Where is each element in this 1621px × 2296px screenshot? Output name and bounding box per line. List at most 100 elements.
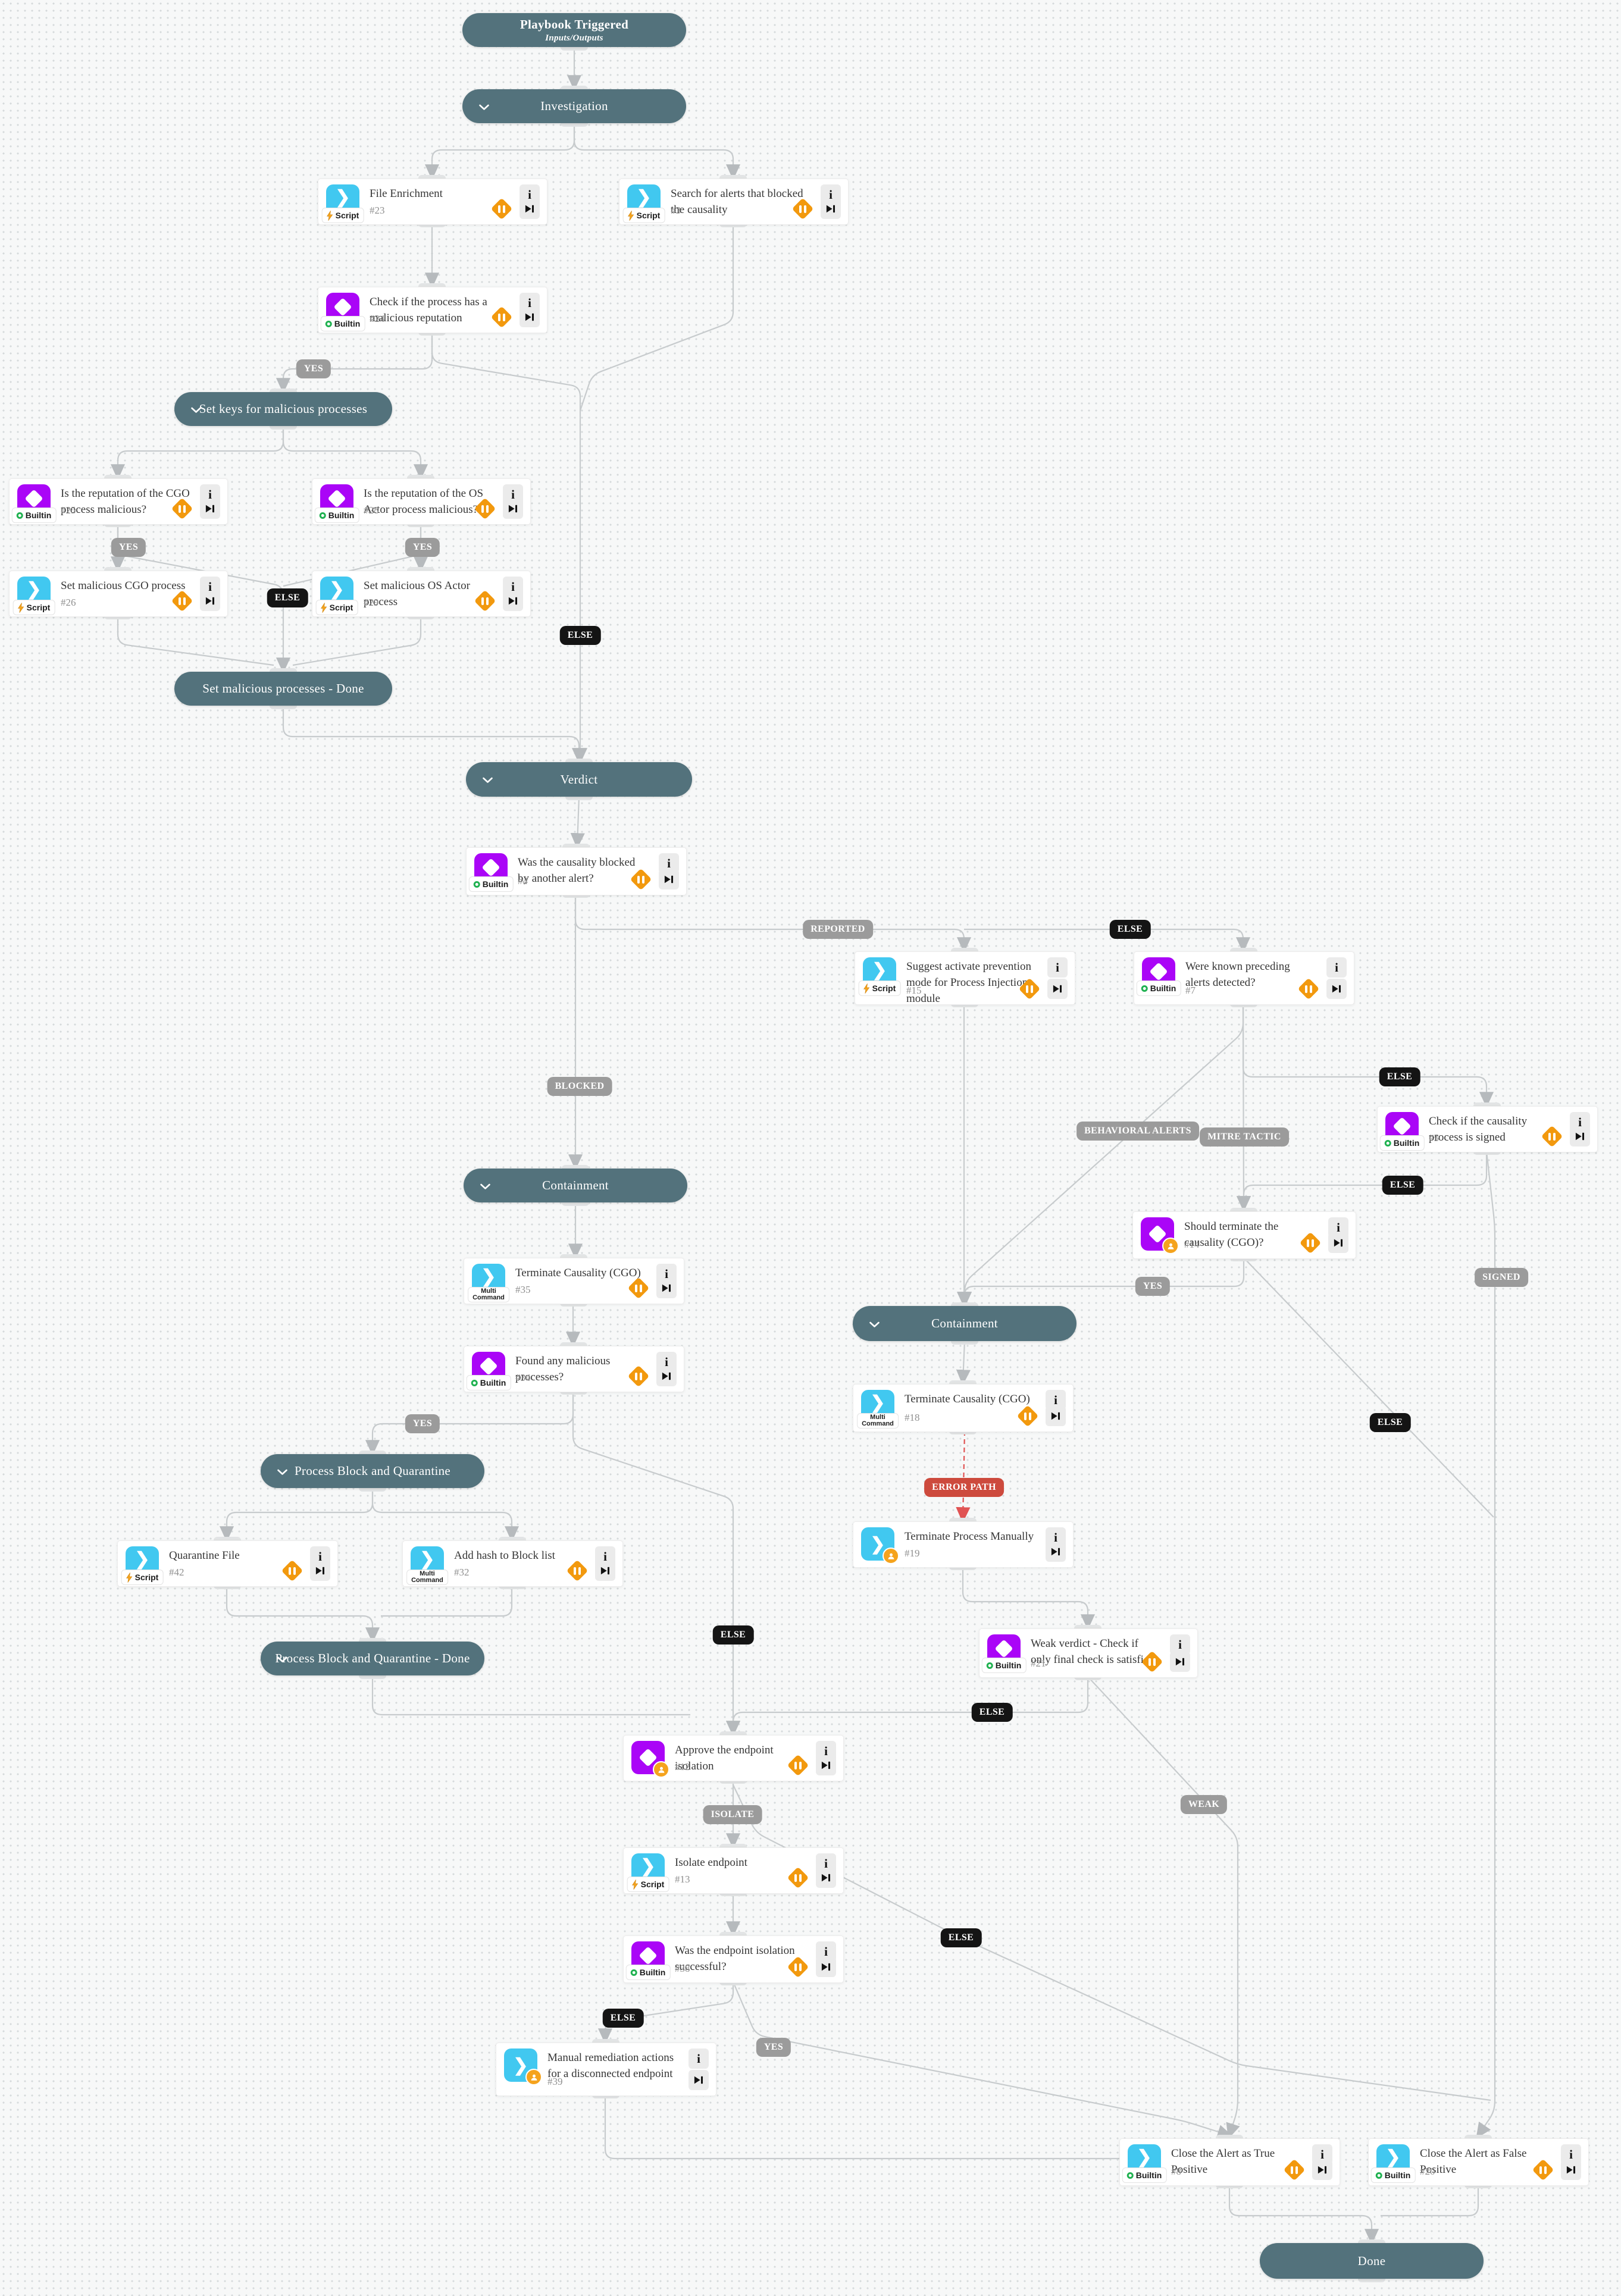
collapse-chevron-icon[interactable] bbox=[191, 402, 201, 416]
skip-to-end-icon[interactable] bbox=[520, 307, 540, 327]
info-icon[interactable]: i bbox=[1047, 957, 1068, 978]
pause-condition-icon[interactable] bbox=[1283, 2159, 1306, 2181]
collapse-chevron-icon[interactable] bbox=[277, 1651, 287, 1666]
skip-to-end-icon[interactable] bbox=[816, 1957, 836, 1977]
skip-to-end-icon[interactable] bbox=[689, 2070, 709, 2090]
section-process-block-and-quarantine[interactable]: Process Block and Quarantine bbox=[261, 1454, 484, 1488]
skip-to-end-icon[interactable] bbox=[310, 1561, 330, 1581]
skip-to-end-icon[interactable] bbox=[200, 591, 220, 611]
collapse-chevron-icon[interactable] bbox=[479, 99, 489, 114]
section-containment-left[interactable]: Containment bbox=[464, 1169, 687, 1202]
pause-condition-icon[interactable] bbox=[1299, 1232, 1322, 1254]
section-set-keys-for-malicious-processes[interactable]: Set keys for malicious processes bbox=[174, 392, 392, 426]
pause-condition-icon[interactable] bbox=[787, 1956, 809, 1978]
pause-condition-icon[interactable] bbox=[1532, 2159, 1554, 2181]
collapse-chevron-icon[interactable] bbox=[277, 1464, 287, 1479]
skip-to-end-icon[interactable] bbox=[656, 1278, 677, 1298]
skip-to-end-icon[interactable] bbox=[1170, 1652, 1190, 1672]
task-title: Terminate Causality (CGO) bbox=[515, 1267, 641, 1279]
skip-to-end-icon[interactable] bbox=[1312, 2160, 1332, 2180]
pause-condition-icon[interactable] bbox=[171, 497, 193, 520]
pause-condition-icon[interactable] bbox=[627, 1277, 650, 1299]
collapse-chevron-icon[interactable] bbox=[869, 1316, 880, 1331]
pause-condition-icon[interactable] bbox=[490, 306, 513, 328]
pause-condition-icon[interactable] bbox=[474, 590, 496, 612]
edge-connector bbox=[110, 426, 284, 480]
skip-to-end-icon[interactable] bbox=[1047, 979, 1068, 999]
skip-to-end-icon[interactable] bbox=[1326, 979, 1347, 999]
pause-condition-icon[interactable] bbox=[490, 198, 513, 220]
skip-to-end-icon[interactable] bbox=[1046, 1542, 1066, 1562]
skip-to-end-icon[interactable] bbox=[659, 869, 679, 889]
collapse-chevron-icon[interactable] bbox=[480, 1178, 490, 1193]
info-icon[interactable]: i bbox=[689, 2048, 709, 2069]
section-done[interactable]: Done bbox=[1260, 2243, 1484, 2279]
skip-to-end-icon[interactable] bbox=[1561, 2160, 1581, 2180]
pause-condition-icon[interactable] bbox=[791, 198, 814, 220]
skip-to-end-icon[interactable] bbox=[520, 199, 540, 219]
task-node-14[interactable]: Should terminate the causality (CGO)?#14… bbox=[1132, 1211, 1356, 1259]
section-containment-right[interactable]: Containment bbox=[853, 1306, 1077, 1341]
skip-to-end-icon[interactable] bbox=[821, 199, 841, 219]
pause-condition-icon[interactable] bbox=[1018, 978, 1041, 1000]
pause-condition-icon[interactable] bbox=[787, 1754, 809, 1777]
pause-condition-icon[interactable] bbox=[566, 1559, 589, 1582]
section-set-malicious-processes-done[interactable]: Set malicious processes - Done bbox=[174, 672, 392, 706]
skip-to-end-icon[interactable] bbox=[595, 1561, 615, 1581]
pause-condition-icon[interactable] bbox=[1141, 1650, 1163, 1673]
section-investigation[interactable]: Investigation bbox=[462, 89, 686, 123]
skip-to-end-icon[interactable] bbox=[816, 1868, 836, 1888]
info-icon[interactable]: i bbox=[1326, 957, 1347, 978]
pause-condition-icon[interactable] bbox=[630, 868, 652, 891]
skip-to-end-icon[interactable] bbox=[200, 499, 220, 519]
section-label: Process Block and Quarantine bbox=[294, 1464, 451, 1478]
collapse-chevron-icon[interactable] bbox=[483, 772, 493, 787]
section-verdict[interactable]: Verdict bbox=[466, 762, 692, 797]
skip-to-end-icon[interactable] bbox=[503, 591, 523, 611]
skip-to-end-icon[interactable] bbox=[1046, 1406, 1066, 1426]
pause-condition-icon[interactable] bbox=[1016, 1405, 1039, 1427]
pause-condition-icon[interactable] bbox=[474, 497, 496, 520]
skip-to-end-icon[interactable] bbox=[1570, 1126, 1590, 1147]
automation-task-icon: ❯Script bbox=[321, 184, 364, 223]
task-node-39[interactable]: ❯Manual remediation actions for a discon… bbox=[496, 2043, 716, 2096]
pause-condition-icon[interactable] bbox=[1541, 1125, 1563, 1148]
pause-condition-icon[interactable] bbox=[627, 1365, 650, 1387]
skip-to-end-icon[interactable] bbox=[656, 1366, 677, 1386]
pause-condition-icon[interactable] bbox=[787, 1866, 809, 1889]
skip-to-end-icon[interactable] bbox=[816, 1755, 836, 1775]
pause-condition-icon[interactable] bbox=[281, 1559, 303, 1582]
pause-condition-icon[interactable] bbox=[171, 590, 193, 612]
skip-to-end-icon[interactable] bbox=[503, 499, 523, 519]
section-process-block-and-quarantine-done[interactable]: Process Block and Quarantine - Done bbox=[261, 1642, 484, 1675]
edge-error-path bbox=[956, 1430, 971, 1523]
pause-condition-icon[interactable] bbox=[1297, 978, 1320, 1000]
info-icon[interactable]: i bbox=[1170, 1634, 1190, 1655]
skip-to-end-icon[interactable] bbox=[1328, 1233, 1348, 1253]
